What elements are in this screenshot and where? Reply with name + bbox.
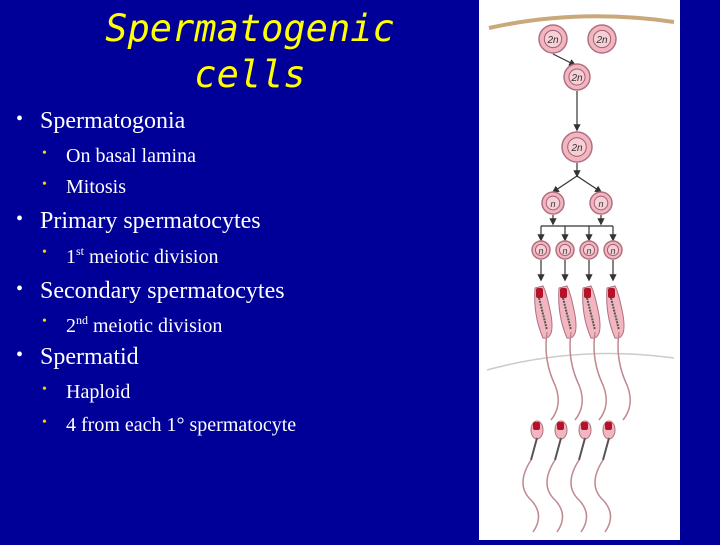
bullet-text: Spermatid [40, 344, 139, 370]
bullet-dot-icon: • [16, 208, 24, 230]
sperm-midpiece [602, 437, 610, 461]
sub-bullet-dot-icon: • [42, 245, 47, 260]
spermatid-head [560, 288, 567, 298]
spermatogonium-cell-label: 2n [595, 35, 608, 46]
spermatid-cell-nucleus [582, 243, 596, 257]
spermatogonium-cell-nucleus [543, 29, 563, 49]
sperm-tail [594, 459, 612, 533]
sub-bullet-dot-icon: • [42, 415, 47, 430]
sub-bullet-dot-icon: • [42, 314, 47, 329]
sperm-head [533, 422, 540, 430]
lumen-boundary [486, 352, 675, 371]
spermatogenesis-diagram-panel: 2n 2n 2n 2n n n n n n n [479, 0, 680, 540]
arrow [576, 175, 603, 193]
spermatid-cell-label: n [562, 246, 567, 256]
spermatogonium-cell-nucleus [568, 68, 586, 86]
spermatid-cell-nucleus [606, 243, 620, 257]
sperm-midpiece [530, 437, 538, 461]
sperm-head [581, 422, 588, 430]
slide-title: Spermatogenic cells [60, 6, 440, 98]
sperm-midpiece [578, 437, 586, 461]
spermatid-tail [569, 331, 583, 421]
bullet-dot-icon: • [16, 278, 24, 300]
sperm-midpiece [554, 437, 562, 461]
sperm-tail [546, 459, 564, 533]
secondary-spermatocyte-cell-nucleus [593, 195, 609, 211]
spermatogonium-cell-label: 2n [570, 73, 583, 84]
arrow [552, 53, 577, 66]
sperm-head [557, 422, 564, 430]
spermatogenesis-diagram: 2n 2n 2n 2n n n n n n n [486, 14, 675, 533]
title-line-1: Spermatogenic [105, 7, 395, 50]
sub-bullet-text: 1st meiotic division [66, 244, 219, 268]
sub-bullet-text: Mitosis [66, 176, 127, 198]
spermatogonium-cell-nucleus [592, 29, 612, 49]
spermatid-cell-nucleus [534, 243, 548, 257]
sub-bullet-text: 4 from each 1° spermatocyte [66, 414, 297, 436]
basal-lamina [488, 14, 675, 30]
spermatid-head [536, 288, 543, 298]
sub-bullet-dot-icon: • [42, 146, 47, 161]
spermatid-midpiece [538, 297, 548, 331]
spermatid-tail [545, 331, 559, 421]
bullet-text: Secondary spermatocytes [40, 278, 285, 304]
secondary-spermatocyte-cell-label: n [550, 199, 555, 209]
sperm-head [605, 422, 612, 430]
sperm-tail [522, 459, 540, 533]
primary-spermatocyte-cell-nucleus [567, 137, 587, 157]
spermatid-tail [593, 331, 607, 421]
sub-bullet-text: Haploid [66, 381, 131, 403]
sub-bullet-dot-icon: • [42, 382, 47, 397]
secondary-spermatocyte-cell-nucleus [545, 195, 561, 211]
bullet-dot-icon: • [16, 344, 24, 366]
title-line-2: cells [194, 53, 306, 96]
spermatid-midpiece [610, 297, 620, 331]
sub-bullet-text: 2nd meiotic division [66, 313, 223, 337]
primary-spermatocyte-cell-label: 2n [570, 143, 583, 154]
spermatid-cell-nucleus [558, 243, 572, 257]
arrow [551, 175, 578, 193]
sub-bullet-text: On basal lamina [66, 145, 196, 167]
spermatid-cell-label: n [610, 246, 615, 256]
spermatid-head [608, 288, 615, 298]
spermatid-cell-label: n [586, 246, 591, 256]
spermatogonium-cell-label: 2n [546, 35, 559, 46]
sperm-tail [570, 459, 588, 533]
secondary-spermatocyte-cell-label: n [598, 199, 603, 209]
spermatid-cell-label: n [538, 246, 543, 256]
bullet-text: Spermatogonia [40, 108, 186, 134]
spermatid-midpiece [586, 297, 596, 331]
spermatid-midpiece [562, 297, 572, 331]
sub-bullet-dot-icon: • [42, 177, 47, 192]
spermatid-tail [617, 331, 631, 421]
bullet-text: Primary spermatocytes [40, 208, 261, 234]
spermatid-head [584, 288, 591, 298]
bullet-dot-icon: • [16, 108, 24, 130]
